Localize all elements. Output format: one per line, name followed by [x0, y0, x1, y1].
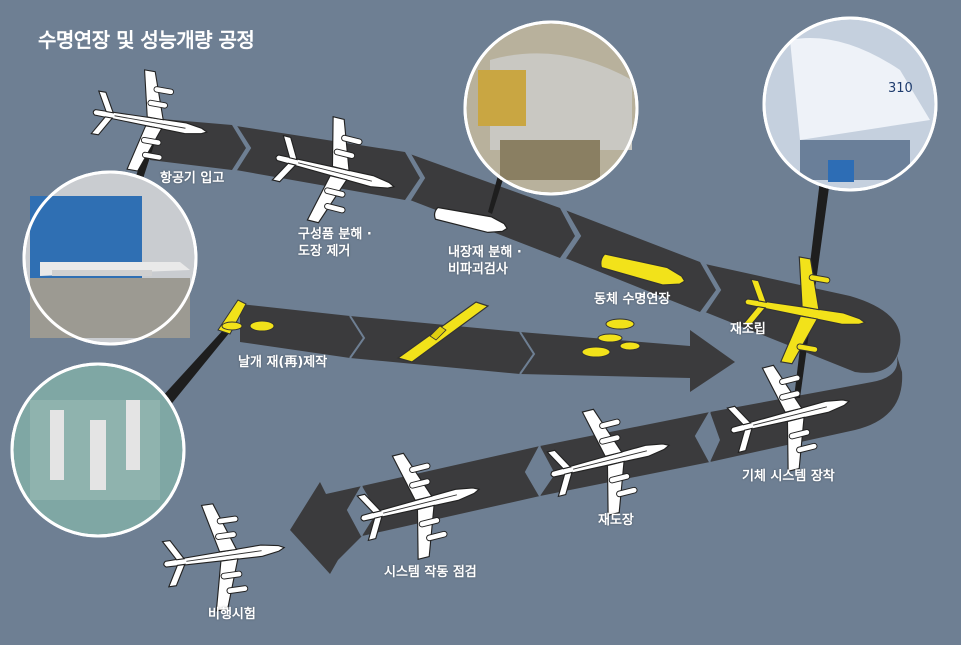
tail-number-text: 310 [888, 81, 913, 96]
step-label-interior: 내장재 분해 · 비파괴검사 [448, 244, 522, 278]
photo-hangar-arrival [22, 170, 198, 346]
step-label-interior-line2: 비파괴검사 [448, 262, 508, 277]
step-label-disassembly-line2: 도장 제거 [298, 244, 351, 259]
aircraft-flight-test-icon [155, 494, 293, 618]
step-label-wing: 날개 재(再)제작 [238, 355, 328, 370]
step-label-flight-test: 비행시험 [208, 607, 256, 622]
step-label-repaint: 재도장 [598, 513, 634, 528]
step-label-systems-install: 기체 시스템 장착 [742, 469, 835, 484]
diagram-title: 수명연장 및 성능개량 공정 [38, 28, 255, 52]
wing-yellow-icon [396, 301, 490, 363]
step-label-fuselage: 동체 수명연장 [594, 292, 671, 307]
photo-wing-fabrication [10, 362, 186, 538]
step-label-disassembly: 구성품 분해 · 도장 제거 [298, 226, 372, 260]
step-label-interior-line1: 내장재 분해 · [448, 245, 522, 260]
step-label-disassembly-line1: 구성품 분해 · [298, 227, 372, 242]
wing-parts-icon-2 [581, 318, 641, 358]
photo-interior-disassembly [463, 20, 639, 196]
fuselage-yellow-icon [600, 253, 686, 286]
wing-parts-icon-1 [217, 299, 275, 335]
photo-reassembly: 310 [762, 16, 938, 192]
step-label-arrival: 항공기 입고 [160, 171, 225, 186]
fuselage-interior-icon [433, 206, 508, 234]
step-label-systems-check: 시스템 작동 점검 [384, 565, 477, 580]
process-band [150, 118, 903, 574]
step-label-reassembly: 재조립 [730, 322, 766, 337]
